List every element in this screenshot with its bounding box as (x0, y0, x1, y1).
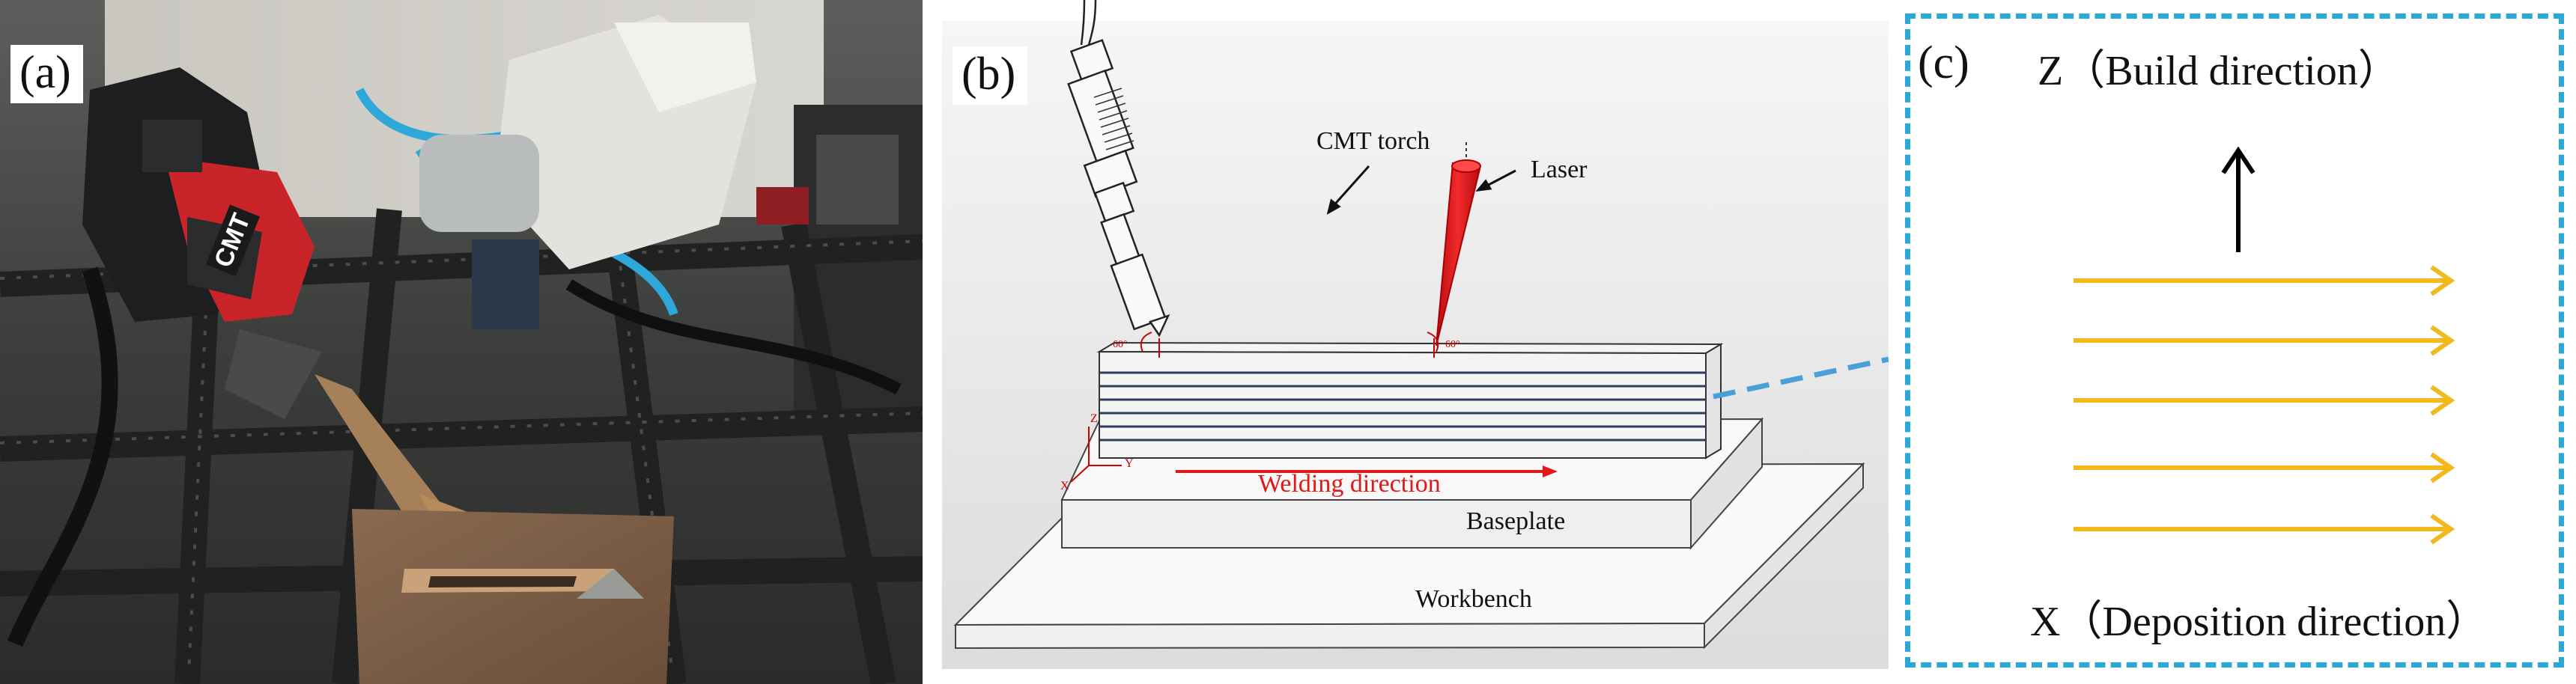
axis-z-label: Z (1090, 412, 1098, 425)
laser-label: Laser (1531, 156, 1588, 183)
panel-c-label: (c) (1918, 37, 1969, 88)
welding-setup-photo (0, 0, 923, 684)
baseplate-label: Baseplate (1466, 507, 1566, 535)
angle-left-label: 60° (1113, 339, 1128, 350)
direction-panel-c: (c) Z（Build direction） X（Deposition dire… (1905, 13, 2564, 668)
wire-arc-laser-schematic (942, 0, 1889, 669)
axis-y-label: Y (1125, 457, 1134, 470)
coordinate-axes (1070, 427, 1122, 483)
panel-a-label: (a) (10, 45, 83, 103)
schematic-panel-b: (b) CMT torch Laser 60° 60° Z Y X Weldin… (942, 0, 1889, 684)
zoom-leader-line (1713, 356, 1889, 400)
axis-x-label: X (1060, 480, 1069, 492)
angle-right-label: 60° (1445, 339, 1460, 350)
label-leaders (1326, 165, 1516, 216)
cmt-torch-label: CMT torch (1316, 127, 1430, 155)
deposition-direction-label: X（Deposition direction） (2030, 599, 2488, 645)
cmt-torch (1067, 0, 1170, 338)
welding-direction-label: Welding direction (1258, 470, 1441, 498)
build-direction-label: Z（Build direction） (2038, 48, 2400, 94)
panel-b-label: (b) (953, 46, 1028, 105)
photo-panel-a: (a) CMT (0, 0, 923, 684)
workbench-label: Workbench (1415, 585, 1532, 613)
direction-arrows (2074, 146, 2455, 545)
deposited-wall (1096, 341, 1724, 459)
deposition-arrows (2074, 265, 2455, 545)
